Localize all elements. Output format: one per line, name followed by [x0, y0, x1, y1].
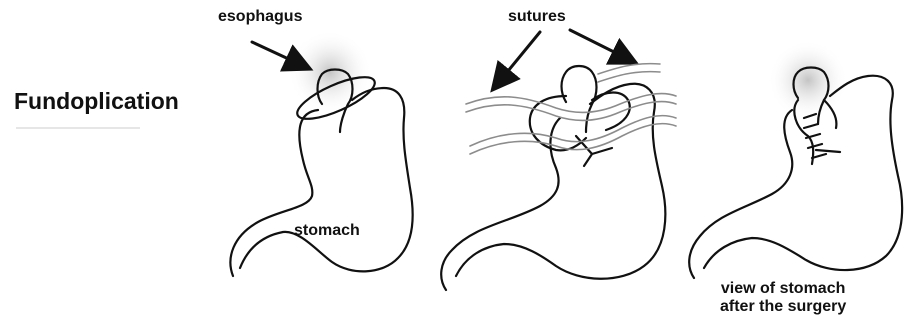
stitches-3 [804, 114, 840, 158]
diagram-title: Fundoplication [14, 88, 179, 115]
after-caption-line2: after the surgery [720, 298, 846, 316]
sutures-arrow-right [570, 30, 634, 62]
suture-tie [576, 136, 612, 166]
esophagus-tube-2 [562, 66, 597, 132]
sutures-label: sutures [508, 8, 566, 26]
after-caption-line1: view of stomach [720, 280, 846, 298]
esophagus-label: esophagus [218, 8, 302, 26]
panel-sutures [441, 30, 665, 290]
stomach-label: stomach [294, 222, 360, 240]
esophagus-highlight [288, 30, 372, 114]
panel-after [689, 40, 902, 278]
sutures-arrow-left [494, 32, 540, 88]
esophagus-highlight-3 [768, 40, 848, 120]
suture-threads [466, 64, 676, 154]
after-surgery-caption: view of stomach after the surgery [720, 280, 846, 316]
